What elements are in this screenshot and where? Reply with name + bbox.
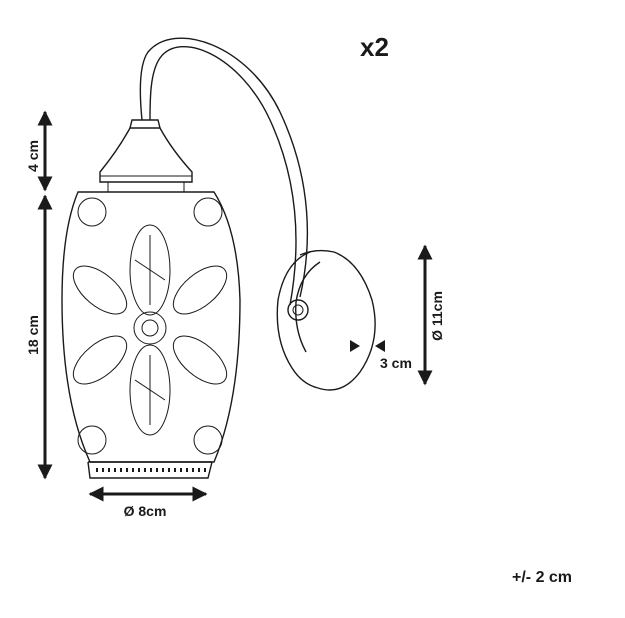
lamp-arm (139, 37, 309, 306)
quantity-label: x2 (360, 32, 389, 62)
shade-diameter-label: Ø 8cm (124, 503, 167, 519)
backplate-diameter-dimension: Ø 11cm (417, 244, 445, 386)
cap-height-dimension: 4 cm (25, 110, 53, 192)
shade-diameter-dimension: Ø 8cm (88, 486, 208, 519)
lamp-cap (99, 119, 193, 192)
shade-height-label: 18 cm (25, 315, 41, 355)
cap-height-label: 4 cm (25, 140, 41, 172)
backplate-depth-label: 3 cm (380, 355, 412, 371)
backplate-diameter-label: Ø 11cm (429, 291, 445, 341)
shade-height-dimension: 18 cm (25, 194, 53, 480)
backplate-depth-dimension: 3 cm (350, 340, 412, 371)
lamp-shade (61, 191, 241, 479)
wall-backplate (276, 249, 376, 391)
shade-ornament (72, 197, 228, 472)
tolerance-label: +/- 2 cm (512, 569, 572, 586)
